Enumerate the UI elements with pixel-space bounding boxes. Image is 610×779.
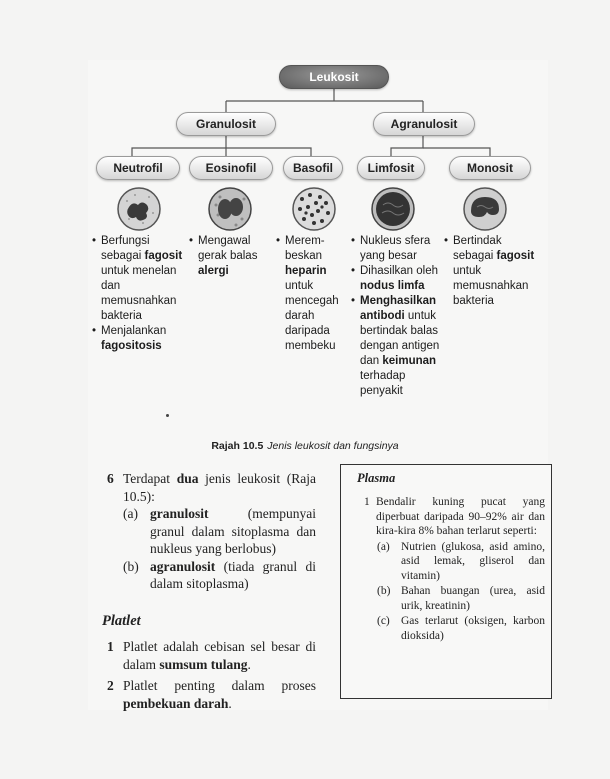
list-item: Nukleus sfera yang besar	[351, 234, 443, 264]
caption-label: Rajah 10.5	[211, 440, 264, 452]
leukosit-node: Leukosit	[279, 65, 389, 89]
plasma-subitem-c: (c) Gas terlarut (oksigen, karbon dioksi…	[377, 615, 545, 642]
list-item: Merem­beskan heparin untuk mencegah dara…	[276, 234, 348, 354]
left-text-column: 6 Terdapat dua jenis leukosit (Raja 10.5…	[100, 470, 316, 712]
platlet-item-1: 1 Platlet adalah cebisan sel besar di da…	[107, 639, 316, 672]
neutrofil-node: Neutrofil	[96, 156, 180, 180]
list-item: Mengawal gerak balas alergi	[189, 234, 273, 279]
list-item: Dihasilkan oleh nodus limfa	[351, 264, 443, 294]
basofil-cell-image	[292, 187, 336, 231]
neutrofil-description: Berfungsi sebagai fagosit untuk menelan …	[92, 234, 192, 354]
eosinofil-description: Mengawal gerak balas alergi	[189, 234, 273, 279]
plasma-subitem-b: (b) Bahan buangan (urea, asid urik, krea…	[377, 585, 545, 612]
caption-text: Jenis leukosit dan fungsinya	[267, 440, 399, 452]
item-6: 6 Terdapat dua jenis leukosit (Raja 10.5…	[107, 471, 316, 504]
neutrofil-cell-image	[117, 187, 161, 231]
plasma-title: Plasma	[357, 471, 396, 485]
item-6b: (b) agranulosit (tiada granul di dalam s…	[123, 558, 316, 592]
plasma-box: Plasma 1 Bendalir kuning pucat yang dipe…	[340, 464, 552, 699]
limfosit-description: Nukleus sfera yang besar Dihasilkan oleh…	[351, 234, 443, 399]
stray-dot	[166, 414, 169, 417]
plasma-item-1: 1 Bendalir kuning pucat yang diperbuat d…	[364, 496, 545, 537]
plasma-subitem-a: (a) Nutrien (glukosa, asid amino, asid l…	[377, 540, 545, 582]
platlet-heading: Platlet	[102, 612, 141, 629]
agranulosit-node: Agranulosit	[373, 112, 475, 136]
list-item: Menghasilkan antibodi untuk bertindak ba…	[351, 294, 443, 399]
tree-connectors	[131, 88, 491, 157]
item-6a: (a) granulosit (mempunyai granul dalam s…	[123, 506, 316, 556]
monosit-cell-image	[463, 187, 507, 231]
monosit-node: Monosit	[449, 156, 531, 180]
limfosit-cell-image	[371, 187, 415, 231]
eosinofil-node: Eosinofil	[189, 156, 273, 180]
eosinofil-cell-image	[208, 187, 252, 231]
platlet-item-2: 2 Platlet penting dalam proses pembekuan…	[107, 678, 316, 711]
granulosit-node: Granulosit	[176, 112, 276, 136]
basofil-node: Basofil	[283, 156, 343, 180]
plasma-content: 1 Bendalir kuning pucat yang diperbuat d…	[361, 495, 545, 643]
basofil-description: Merem­beskan heparin untuk mencegah dara…	[276, 234, 348, 354]
monosit-description: Bertindak sebagai fagosit untuk memusnah…	[444, 234, 540, 309]
list-item: Bertindak sebagai fagosit untuk memusnah…	[444, 234, 540, 309]
limfosit-node: Limfosit	[357, 156, 425, 180]
list-item: Berfungsi sebagai fagosit untuk menelan …	[92, 234, 192, 324]
list-item: Menjalankan fagositosis	[92, 324, 192, 354]
